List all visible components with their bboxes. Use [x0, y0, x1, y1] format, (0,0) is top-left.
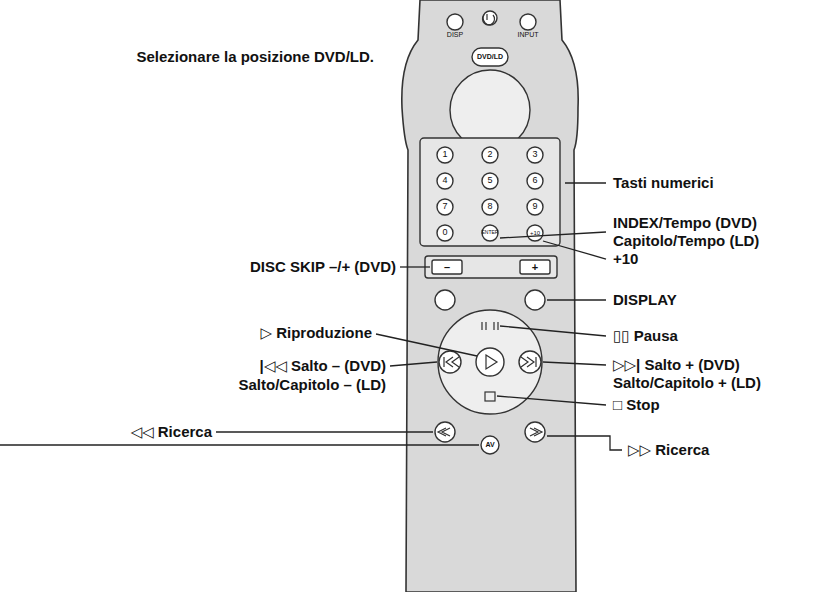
button-label: 0	[442, 228, 447, 238]
button-label: AV	[485, 441, 494, 449]
button-label: 6	[532, 176, 537, 186]
callout-label: |◁◁ Salto – (DVD)	[260, 358, 386, 375]
button-label: 4	[442, 176, 447, 186]
button-label: +10	[530, 230, 540, 237]
button-label: 9	[532, 202, 537, 212]
callout-label: ▷ Riproduzione	[260, 325, 372, 342]
button-label: 8	[487, 202, 492, 212]
callout-label: ◁◁ Ricerca	[131, 424, 212, 441]
callout-label: Salto/Capitolo – (LD)	[239, 377, 387, 394]
button-label: 2	[487, 150, 492, 160]
callout-label: Capitolo/Tempo (LD)	[613, 233, 759, 250]
button-label: 3	[532, 150, 537, 160]
instruction-note: Selezionare la posizione DVD/LD.	[136, 49, 374, 66]
callout-label: Tasti numerici	[613, 175, 714, 192]
button-label: INPUT	[518, 31, 539, 39]
button-label: +	[532, 261, 538, 273]
button-label: 7	[442, 202, 447, 212]
callout-label: INDEX/Tempo (DVD)	[613, 215, 757, 232]
callout-label: ▷▷ Ricerca	[628, 442, 709, 459]
callout-label: ▷▷| Salto + (DVD)	[613, 357, 740, 374]
button-label: ENTER	[482, 230, 499, 236]
callout-label: DISC SKIP –/+ (DVD)	[250, 259, 396, 276]
callout-label: ▯▯ Pausa	[613, 328, 678, 345]
button-label: 1	[442, 150, 447, 160]
callout-label: DISPLAY	[613, 292, 677, 309]
button-label: DVD/LD	[477, 53, 503, 61]
callout-label: □ Stop	[613, 397, 660, 414]
button-label: 5	[487, 176, 492, 186]
callout-label: +10	[613, 251, 638, 268]
callout-label: Salto/Capitolo + (LD)	[613, 375, 761, 392]
button-label: DISP	[447, 31, 463, 39]
button-label: –	[444, 261, 450, 273]
